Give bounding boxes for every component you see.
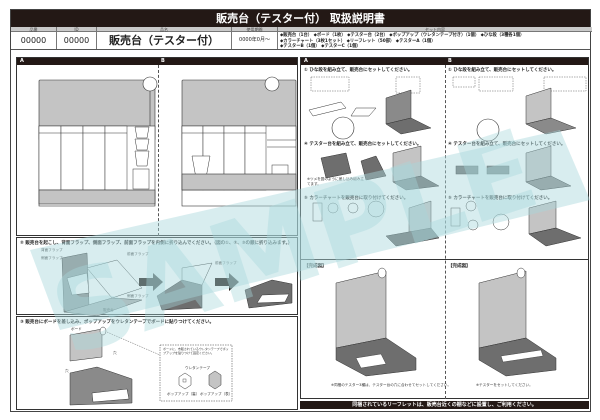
product-no: 00000 [20, 36, 47, 45]
ab-bar-right: A B [301, 58, 588, 65]
a-done-label: 【完成図】 [304, 264, 327, 269]
arrow-icon [215, 273, 239, 291]
b-step1: ① ひな段を組み立て、販売台にセットしてください。 [448, 68, 557, 73]
step3-board-diagram [69, 326, 233, 406]
column-divider [158, 65, 159, 236]
header-divider [11, 49, 590, 50]
ab-bar: A B [17, 58, 297, 65]
shelf-a-illustration [38, 76, 158, 207]
col-b-label: B [161, 58, 165, 64]
right-panel: A B ① ひな段を組み立て、販売台にセットしてください。 ① ひな段を組み立て… [300, 57, 589, 399]
b-step5: ⑤ カラーチャートを販売台に取り付けてください。 [448, 196, 553, 201]
store-shelf-illustrations [38, 76, 297, 207]
instruction-sheet: 販売台（テスター付） 取扱説明書 品番 00000 ID 00000 品名 販売… [10, 9, 592, 412]
a-step1: ① ひな段を組み立て、販売台にセットしてください。 [304, 68, 413, 73]
header-table: 品番 00000 ID 00000 品名 販売台（テスター付） 使用期間 000… [11, 27, 592, 49]
header-cell-product-no: 品番 00000 [11, 27, 57, 49]
document-title: 販売台（テスター付） 取扱説明書 [11, 10, 590, 27]
column-divider [445, 65, 446, 399]
step2-folding-diagram [61, 252, 293, 317]
usage-period: 0000年0月〜 [239, 37, 270, 43]
footer-notice: 同梱されているリーフレットは、販売台近くの棚などに設置し、ご利用ください。 [300, 401, 589, 409]
header-cell-id: ID 00000 [57, 27, 97, 49]
col-a-label: A [20, 58, 24, 64]
a-step4: ④ テスター台を組み立て、販売台にセットしてください。 [304, 142, 422, 147]
header-cell-set-contents: セット内容 ◆販売台（1台） ◆ボード（1枚） ◆テスター台（2台） ◆ポップア… [278, 27, 592, 49]
left-top-panel: A B [16, 57, 298, 236]
shelf-b-illustration [181, 76, 297, 207]
step2-panel: ② 販売台を起こし、背面フラップ、側面フラップ、前面フラップを内側に折り込んでく… [16, 237, 298, 317]
header-cell-name: 品名 販売台（テスター付） [97, 27, 232, 49]
step3-panel: ③ 販売台にボードを差し込み、ポップアップをウレタンテープでボードに貼りつけてく… [16, 316, 298, 410]
step2-instruction: ② 販売台を起こし、背面フラップ、側面フラップ、前面フラップを内側に折り込んでく… [20, 241, 293, 246]
step3-instruction: ③ 販売台にボードを差し込み、ポップアップをウレタンテープでボードに貼りつけてく… [20, 320, 215, 325]
b-step4: ④ テスター台を組み立て、販売台にセットしてください。 [448, 142, 566, 147]
header-cell-period: 使用期間 0000年0月〜 [232, 27, 278, 49]
arrow-icon [139, 273, 163, 291]
product-name: 販売台（テスター付） [109, 34, 219, 47]
b-done-label: 【完成図】 [448, 264, 471, 269]
done-divider [301, 259, 588, 260]
set-contents: ◆販売台（1台） ◆ボード（1枚） ◆テスター台（2台） ◆ポップアップ（ウレタ… [280, 33, 525, 50]
a-step5: ⑤ カラーチャートを販売台に取り付けてください。 [304, 196, 409, 201]
product-id: 00000 [63, 36, 90, 45]
right-illustrations [308, 76, 587, 377]
